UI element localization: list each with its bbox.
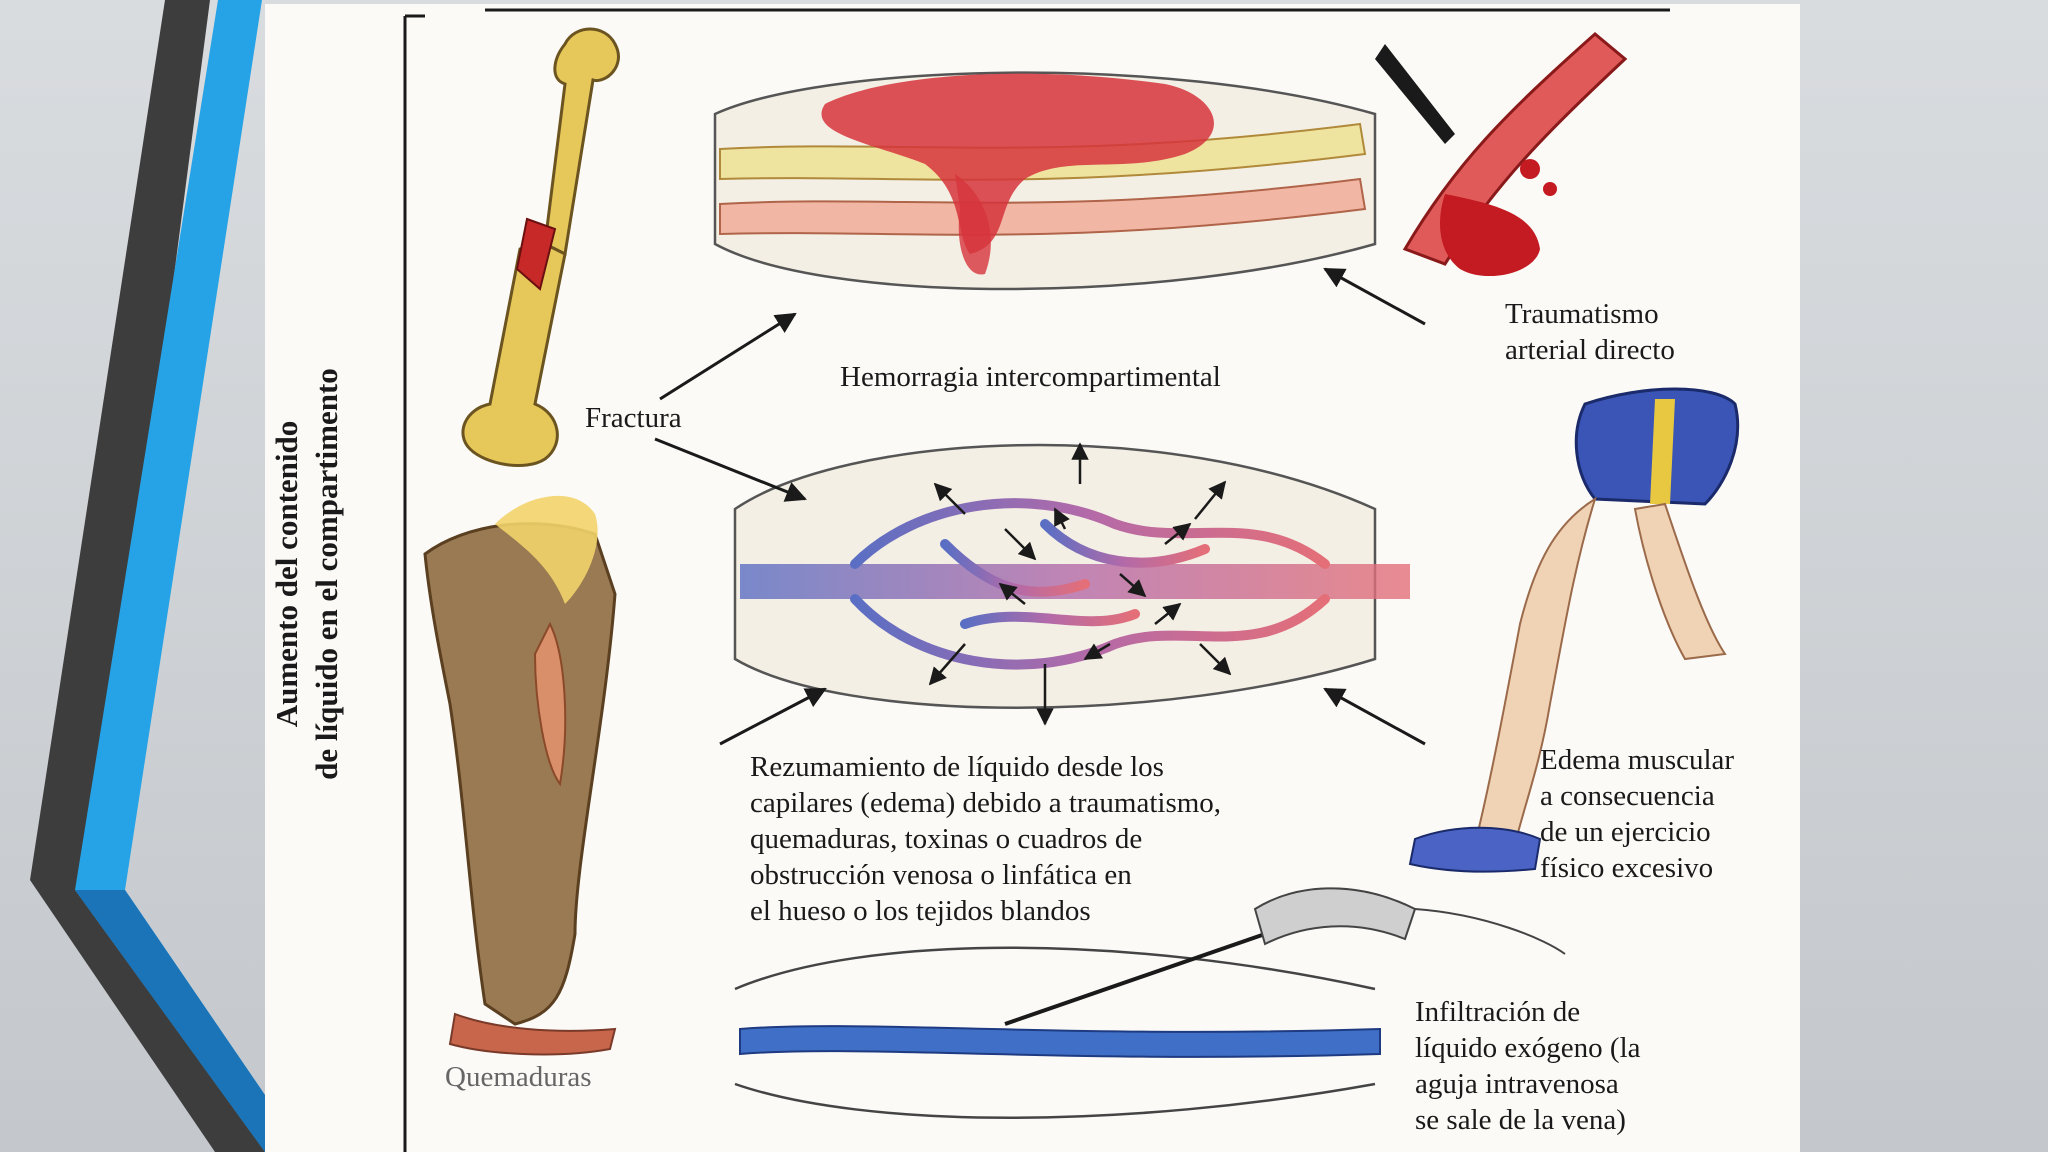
axis-label-line-2: de líquido en el compartimento [309, 368, 344, 780]
infiltration-line-1: Infiltración de [1415, 996, 1581, 1028]
fracture-label: Fractura [585, 402, 682, 434]
muscle-edema-line-4: físico excesivo [1540, 852, 1714, 884]
arterial-trauma-label: Traumatismo arterial directo [1505, 296, 1675, 368]
hemorrhage-compartment [713, 71, 1377, 291]
diagram-figure: Aumento del contenido de líquido en el c… [265, 4, 1800, 1152]
running-leg-icon [1408, 387, 1740, 873]
infiltration-label: Infiltración de líquido exógeno (la aguj… [1415, 994, 1641, 1138]
compartment-fluid-axis-label: Aumento del contenido de líquido en el c… [267, 304, 347, 844]
infiltration-line-2: líquido exógeno (la [1415, 1032, 1641, 1064]
capillary-edema-line-3: quemaduras, toxinas o cuadros de [750, 823, 1143, 855]
burned-leg-icon [423, 495, 617, 1056]
infiltration-line-4: se sale de la vena) [1415, 1104, 1626, 1136]
blue-chevron-shadow [75, 890, 265, 1152]
pointer-arrows [654, 267, 1426, 746]
axis-bracket [403, 8, 1670, 1152]
capillary-edema-line-5: el hueso o los tejidos blandos [750, 895, 1091, 927]
capillary-edema-line-2: capilares (edema) debido a traumatismo, [750, 787, 1222, 819]
infiltration-line-3: aguja intravenosa [1415, 1068, 1619, 1100]
muscle-edema-line-1: Edema muscular [1540, 744, 1735, 776]
blue-chevron-stripe [75, 0, 265, 1152]
cut-artery-icon [1375, 32, 1628, 277]
muscle-edema-line-2: a consecuencia [1540, 780, 1715, 812]
axis-label-line-1: Aumento del contenido [269, 420, 304, 728]
muscle-edema-label: Edema muscular a consecuencia de un ejer… [1540, 742, 1734, 886]
fractured-bone-icon [461, 27, 620, 467]
muscle-edema-line-3: de un ejercicio [1540, 816, 1711, 848]
capillary-edema-label: Rezumamiento de líquido desde los capila… [750, 749, 1221, 929]
arterial-trauma-line-1: Traumatismo [1505, 298, 1659, 330]
iv-needle-icon [1004, 887, 1566, 1026]
capillary-edema-line-1: Rezumamiento de líquido desde los [750, 751, 1164, 783]
capillary-compartment [733, 442, 1410, 726]
burns-label: Quemaduras [445, 1061, 592, 1093]
capillary-edema-line-4: obstrucción venosa o linfática en [750, 859, 1132, 891]
vein-compartment [734, 946, 1381, 1119]
diagram-artwork [403, 8, 1740, 1152]
arterial-trauma-line-2: arterial directo [1505, 334, 1675, 366]
hemorrhage-label: Hemorragia intercompartimental [840, 361, 1221, 393]
